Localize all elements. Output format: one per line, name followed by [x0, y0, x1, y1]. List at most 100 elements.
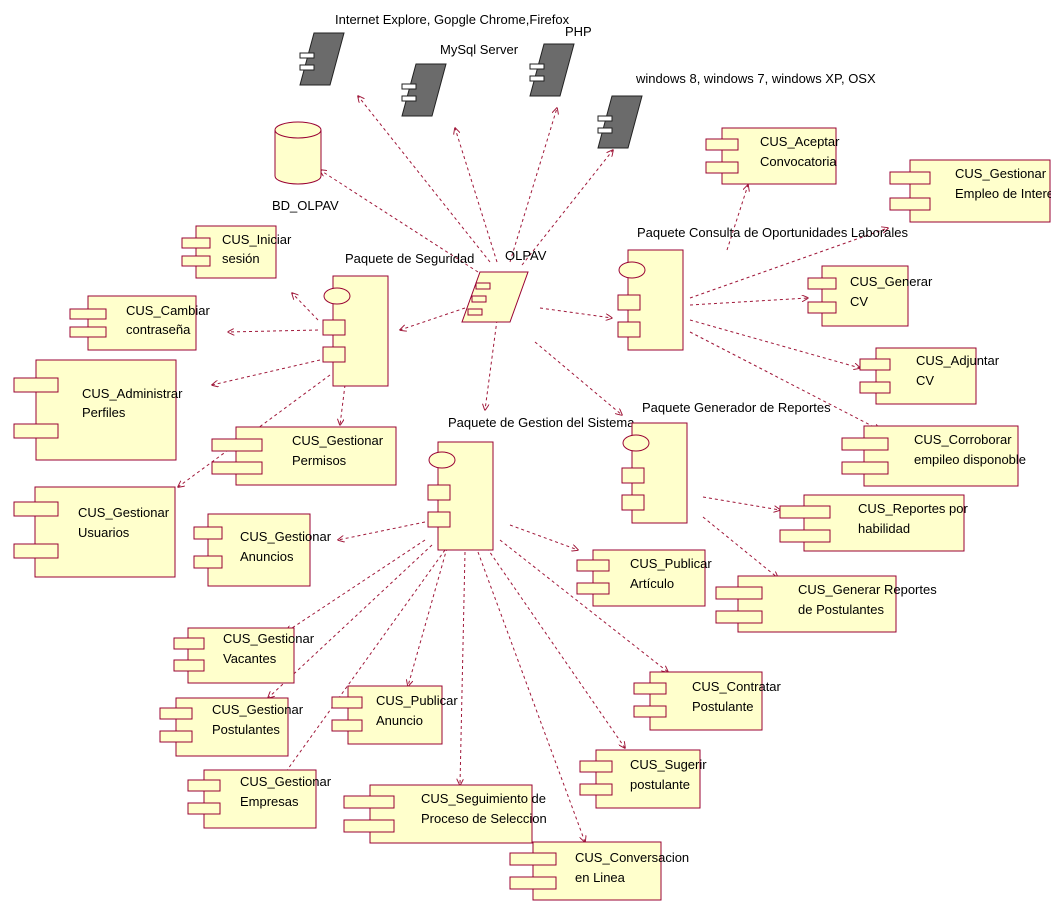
- component-gestionar-empresas-line1: CUS_Gestionar: [240, 774, 332, 789]
- edge-consulta-aceptar: [726, 185, 748, 251]
- edge-seguridad-usuarios: [178, 374, 331, 487]
- component-administrar-perfiles-line1: CUS_Administrar: [82, 386, 183, 401]
- component-seguimiento-line1: CUS_Seguimiento de: [421, 791, 546, 806]
- external-node-php: PHP: [529, 24, 592, 97]
- component-seguimiento-line2: Proceso de Seleccion: [421, 811, 547, 826]
- external-node-os: windows 8, windows 7, windows XP, OSX: [597, 71, 876, 149]
- component-cambiar-contrasena: CUS_Cambiar contraseña: [69, 295, 210, 351]
- edge-gestion-seguimiento: [460, 551, 466, 785]
- php-label: PHP: [565, 24, 592, 39]
- component-gestionar-vacantes-line2: Vacantes: [223, 651, 277, 666]
- component-sugerir-postulante-line2: postulante: [630, 777, 690, 792]
- component-cambiar-contrasena-line1: CUS_Cambiar: [126, 303, 210, 318]
- component-gestionar-anuncios-line1: CUS_Gestionar: [240, 529, 332, 544]
- component-generar-reportes: CUS_Generar Reportes de Postulantes: [715, 575, 937, 633]
- edge-seguridad-iniciar: [292, 293, 319, 321]
- edge-consulta-generar-cv: [689, 298, 808, 306]
- component-publicar-articulo-line2: Artículo: [630, 576, 674, 591]
- component-reportes-habilidad-line1: CUS_Reportes por: [858, 501, 968, 516]
- os-label: windows 8, windows 7, windows XP, OSX: [635, 71, 876, 86]
- component-adjuntar-cv-line2: CV: [916, 373, 934, 388]
- edge-olpav-reportes: [534, 341, 622, 415]
- edge-olpav-mysql: [455, 128, 498, 263]
- edge-seguridad-permisos: [340, 384, 346, 425]
- component-iniciar-sesion-line2: sesión: [222, 251, 260, 266]
- component-generar-reportes-line2: de Postulantes: [798, 602, 885, 617]
- edge-gestion-anuncios: [338, 521, 426, 540]
- package-seguridad-label: Paquete de Seguridad: [345, 251, 474, 266]
- component-conversacion-line1: CUS_Conversacion: [575, 850, 689, 865]
- component-publicar-anuncio-line1: CUS_Publicar: [376, 693, 458, 708]
- component-gestionar-vacantes-line1: CUS_Gestionar: [223, 631, 315, 646]
- edge-reportes-generar: [702, 516, 778, 578]
- database-label: BD_OLPAV: [272, 198, 339, 213]
- edge-gestion-publicar-articulo: [509, 524, 578, 550]
- component-seguimiento: CUS_Seguimiento de Proceso de Seleccion: [343, 784, 547, 844]
- mysql-label: MySql Server: [440, 42, 519, 57]
- component-gestionar-empresas-line2: Empresas: [240, 794, 299, 809]
- edge-gestion-postulantes: [268, 544, 433, 698]
- component-gestionar-empleo-line2: Empleo de Interes: [955, 186, 1051, 201]
- package-seguridad: Paquete de Seguridad: [322, 251, 474, 387]
- edge-olpav-consulta: [539, 307, 612, 318]
- package-reportes-label: Paquete Generador de Reportes: [642, 400, 831, 415]
- component-iniciar-sesion-line1: CUS_Iniciar: [222, 232, 292, 247]
- component-conversacion-line2: en Linea: [575, 870, 626, 885]
- edge-gestion-sugerir: [486, 547, 625, 748]
- dependency-edges: [178, 96, 888, 842]
- component-corroborar-empleo-line2: empileo disponoble: [914, 452, 1026, 467]
- component-generar-cv-line1: CUS_Generar: [850, 274, 933, 289]
- component-generar-reportes-line1: CUS_Generar Reportes: [798, 582, 937, 597]
- edge-olpav-browsers: [358, 96, 491, 263]
- package-consulta-label: Paquete Consulta de Oportunidades Labora…: [637, 225, 909, 240]
- component-sugerir-postulante: CUS_Sugerir postulante: [579, 749, 707, 809]
- component-cambiar-contrasena-line2: contraseña: [126, 322, 191, 337]
- external-node-mysql: MySql Server: [401, 42, 519, 117]
- package-reportes: Paquete Generador de Reportes: [621, 400, 831, 524]
- edge-olpav-database: [320, 170, 479, 273]
- edge-gestion-vacantes: [286, 539, 426, 632]
- root-olpav: OLPAV: [461, 248, 547, 323]
- edge-consulta-adjuntar: [689, 319, 860, 368]
- edge-olpav-gestion: [485, 319, 498, 410]
- component-iniciar-sesion: CUS_Iniciar sesión: [181, 225, 292, 279]
- edge-olpav-php: [509, 108, 557, 263]
- component-publicar-anuncio-line2: Anuncio: [376, 713, 423, 728]
- component-gestionar-permisos-line2: Permisos: [292, 453, 347, 468]
- component-adjuntar-cv-line1: CUS_Adjuntar: [916, 353, 1000, 368]
- component-aceptar-convocatoria-line2: Convocatoria: [760, 154, 837, 169]
- component-gestionar-postulantes-line2: Postulantes: [212, 722, 280, 737]
- component-reportes-habilidad-line2: habilidad: [858, 521, 910, 536]
- component-sugerir-postulante-line1: CUS_Sugerir: [630, 757, 707, 772]
